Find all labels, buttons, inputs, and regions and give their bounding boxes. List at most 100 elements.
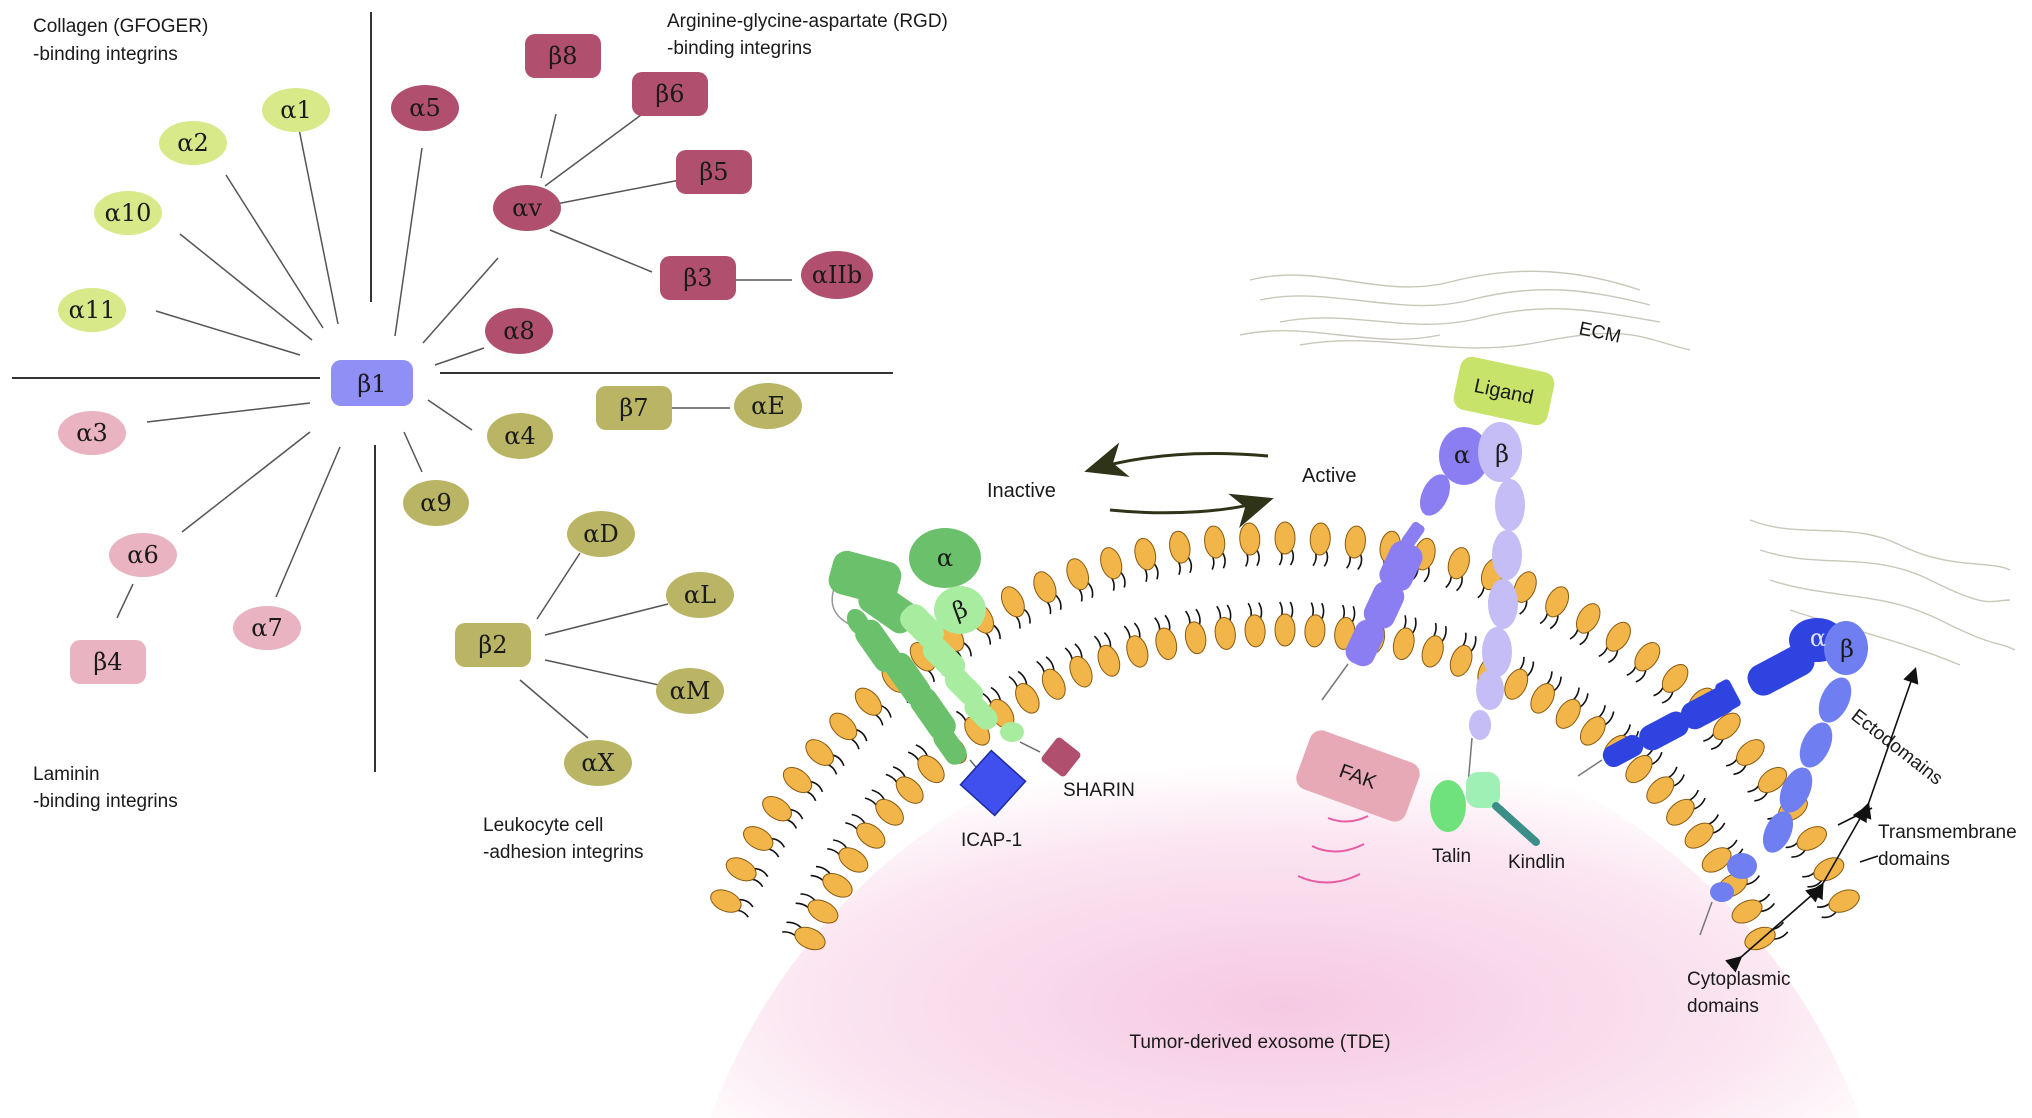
inactive-alpha-label: α — [937, 544, 953, 572]
lipid-head — [856, 822, 886, 849]
beta3-label: β3 — [683, 264, 712, 292]
alphaIIb-label: αIIb — [812, 261, 863, 289]
ligand-shape — [1453, 356, 1555, 426]
lipid-head — [1033, 571, 1057, 603]
lipid-head — [1015, 683, 1040, 714]
lipid-head — [743, 826, 774, 851]
lipid-head — [1155, 627, 1178, 660]
lipid-head — [1244, 614, 1266, 648]
rgd-caption-line1: Arginine-glycine-aspartate (RGD) — [667, 11, 948, 32]
lipid-head — [1666, 798, 1695, 826]
sharin-shape — [1041, 737, 1081, 777]
cytoplasmic-label-line2: domains — [1687, 996, 1759, 1017]
lipid-head — [1813, 857, 1845, 882]
beta1-label: β1 — [357, 370, 386, 398]
lipid-head — [1530, 683, 1555, 714]
lipid-head — [875, 798, 904, 826]
lipid-head — [1545, 586, 1570, 618]
lipid-head — [1712, 712, 1741, 741]
beta2-label: β2 — [478, 631, 507, 659]
lipid-head — [1736, 739, 1765, 766]
alpha4-label: α4 — [504, 422, 535, 450]
beta1-node — [331, 360, 413, 406]
lipid-head — [1421, 635, 1444, 668]
collagen-caption-line2: -binding integrins — [33, 44, 178, 65]
ectodomains-label: Ectodomains — [1847, 705, 1946, 789]
alpha5-label: α5 — [409, 94, 440, 122]
beta2-node — [455, 623, 531, 667]
lipid-head — [822, 872, 853, 898]
alphaX-node — [564, 740, 632, 786]
lipid-head — [895, 776, 924, 804]
lipid-head — [794, 926, 826, 951]
alpha6-label: α6 — [127, 541, 158, 569]
alphav-node — [493, 185, 561, 231]
exosome-panel: ECM Inactive Active α β — [710, 270, 2017, 1118]
alpha4-node — [487, 413, 553, 459]
lipid-head — [1309, 522, 1331, 556]
integrin-family-panel: β1 α1 α2 α10 α11 α5 αv α8 β8 β6 β5 β3 αI… — [12, 11, 948, 863]
lipid-head — [1684, 822, 1714, 849]
alpha9-node — [403, 480, 469, 526]
kindlin-shape — [1466, 772, 1500, 808]
exosome-label: Tumor-derived exosome (TDE) — [1129, 1032, 1390, 1053]
lipid-head — [1555, 698, 1581, 729]
lipid-head — [1625, 755, 1653, 784]
active-alpha-label: α — [1454, 441, 1470, 469]
alpha9-label: α9 — [420, 489, 451, 517]
lipid-head — [1184, 621, 1207, 655]
talin-shape — [1430, 780, 1466, 832]
alphaL-label: αL — [684, 581, 716, 609]
domain-alpha-label: α — [1810, 624, 1826, 652]
kindlin-label: Kindlin — [1508, 852, 1565, 873]
lipid-head — [1204, 525, 1226, 559]
alphaX-label: αX — [581, 749, 614, 777]
lipid-head — [1701, 847, 1732, 873]
lipid-head — [1344, 525, 1366, 559]
lipid-head — [1100, 547, 1123, 580]
lipid-head — [762, 795, 792, 822]
fak-shape — [1296, 730, 1420, 822]
sharin-label: SHARIN — [1063, 780, 1135, 801]
alpha3-node — [58, 411, 126, 455]
lipid-head — [1097, 644, 1121, 677]
lipid-head — [1069, 655, 1093, 688]
beta8-node — [525, 34, 601, 78]
beta4-label: β4 — [93, 648, 122, 676]
lipid-head — [1214, 617, 1236, 650]
alpha10-node — [94, 191, 162, 235]
laminin-caption-line1: Laminin — [33, 764, 100, 785]
leukocyte-caption-line1: Leukocyte cell — [483, 815, 603, 836]
lipid-head — [1579, 716, 1606, 746]
lipid-head — [1646, 776, 1675, 804]
lipid-head — [1634, 642, 1661, 672]
alpha2-label: α2 — [177, 129, 208, 157]
transmembrane-label-line1: Transmembrane — [1878, 822, 2017, 843]
alpha2-node — [159, 121, 227, 165]
beta8-label: β8 — [548, 42, 577, 70]
lipid-head — [1605, 621, 1631, 652]
beta6-node — [632, 72, 708, 116]
ecm-fibers — [1239, 270, 2016, 666]
lipid-head — [1000, 586, 1025, 618]
lipid-head — [1575, 603, 1601, 634]
active-label: Active — [1302, 465, 1356, 487]
beta3-node — [660, 256, 736, 300]
icap1-shape — [959, 749, 1027, 817]
lipid-head — [1513, 571, 1537, 603]
alpha1-label: α1 — [280, 96, 311, 124]
lipid-head — [1274, 521, 1296, 555]
beta4-node — [70, 640, 146, 684]
alpha1-node — [262, 88, 330, 132]
domain-beta-label: β — [1840, 635, 1854, 663]
lipid-head — [1796, 826, 1827, 851]
signal-waves — [1297, 815, 1369, 884]
alphav-label: αv — [512, 194, 542, 222]
talin-label: Talin — [1432, 846, 1471, 867]
beta5-label: β5 — [699, 158, 728, 186]
cytoplasmic-label-line1: Cytoplasmic — [1687, 969, 1790, 990]
lipid-head — [1392, 627, 1415, 660]
lipid-head — [1239, 522, 1261, 556]
alphaL-node — [666, 572, 734, 618]
